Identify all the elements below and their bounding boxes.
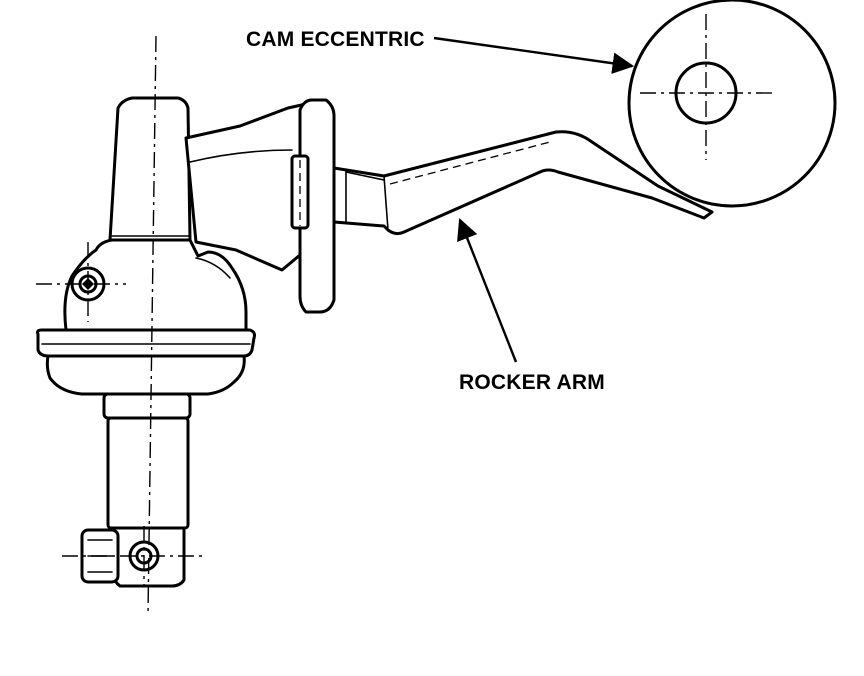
leader-lines [433, 36, 635, 363]
cam-eccentric [627, 0, 837, 208]
fuel-pump-body [36, 96, 336, 588]
cam-eccentric-leader [433, 36, 635, 74]
rocker-arm-leader [457, 217, 518, 363]
rocker-arm-label: ROCKER ARM [459, 371, 605, 394]
center-lines [36, 35, 202, 615]
rocker-arm [332, 130, 714, 236]
cam-eccentric-label: CAM ECCENTRIC [246, 28, 425, 51]
